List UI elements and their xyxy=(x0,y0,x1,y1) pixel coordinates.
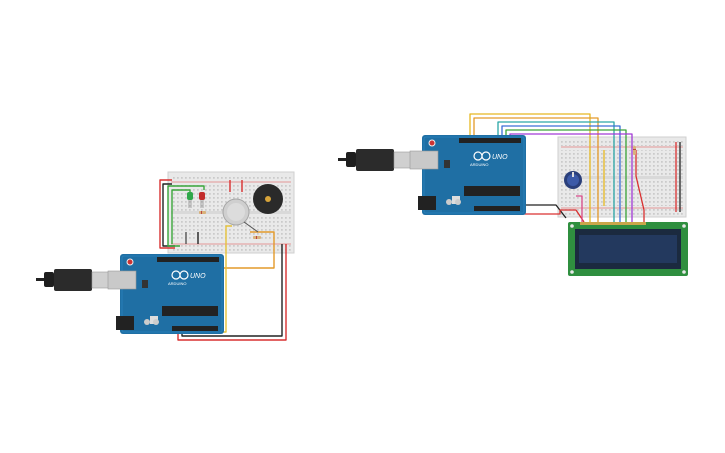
right-wire-blue-1 xyxy=(501,125,621,222)
right-wire-red-2 xyxy=(635,150,645,222)
left-board-model: UNO xyxy=(190,273,206,280)
right-wire-orange-1 xyxy=(473,117,599,222)
right-wire-black-1 xyxy=(524,204,567,219)
left-led-red[interactable] xyxy=(199,192,205,208)
left-wire-green-2 xyxy=(171,189,191,244)
right-potentiometer[interactable] xyxy=(564,171,582,189)
right-wire-red-1 xyxy=(480,209,585,223)
right-circuit: UNO ARDUINO xyxy=(338,113,688,276)
right-usb-cable[interactable] xyxy=(338,149,413,171)
right-wire-teal-1 xyxy=(497,121,615,222)
left-piezo-buzzer[interactable] xyxy=(253,184,283,214)
right-board-brand: ARDUINO xyxy=(470,162,488,167)
left-wire-red-2 xyxy=(177,244,287,341)
right-resistor[interactable] xyxy=(633,146,636,155)
right-wire-green-1 xyxy=(505,129,627,222)
left-wire-red-1 xyxy=(159,179,175,249)
left-potentiometer[interactable] xyxy=(222,198,250,226)
left-led-green[interactable] xyxy=(187,192,193,208)
left-wire-green-1 xyxy=(167,185,205,247)
right-board-model: UNO xyxy=(492,154,508,161)
left-resistor-2[interactable] xyxy=(253,236,261,239)
left-circuit: UNO ARDUINO xyxy=(36,171,295,341)
left-usb-cable[interactable] xyxy=(36,269,111,291)
left-resistor-1[interactable] xyxy=(199,211,206,214)
right-arduino-board[interactable]: UNO ARDUINO xyxy=(409,135,526,215)
right-wire-pink-1 xyxy=(576,195,583,222)
right-lcd-16x2[interactable] xyxy=(568,222,688,276)
right-wire-yellow-1 xyxy=(469,113,591,222)
left-board-brand: ARDUINO xyxy=(168,281,186,286)
left-arduino-board[interactable]: UNO ARDUINO xyxy=(107,254,224,334)
